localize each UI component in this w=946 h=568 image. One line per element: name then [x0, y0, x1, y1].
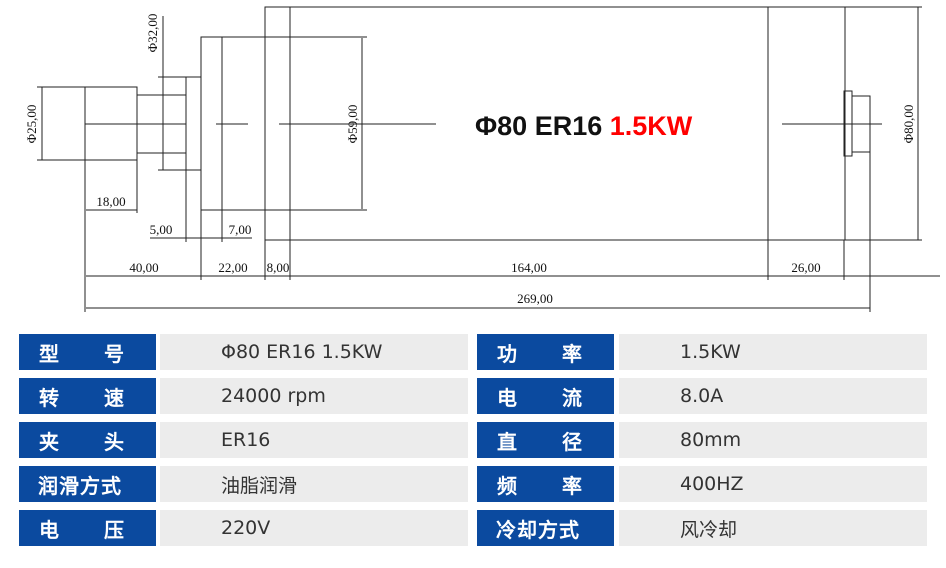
- spec-label-char: 径: [562, 429, 582, 454]
- spec-label-char: 直: [497, 429, 517, 454]
- spec-value: 1.5KW: [619, 334, 927, 370]
- spec-label-char: 流: [562, 385, 582, 410]
- spec-label: 功率: [477, 334, 614, 370]
- spec-value: ER16: [160, 422, 468, 458]
- spec-value: 油脂润滑: [160, 466, 468, 502]
- dim-l26: 26,00: [791, 260, 820, 275]
- spec-label-char: 夹: [39, 429, 59, 454]
- spec-value: 400HZ: [619, 466, 927, 502]
- spec-label: 电流: [477, 378, 614, 414]
- dim-l8: 8,00: [267, 260, 290, 275]
- spec-label-char: 号: [104, 341, 124, 366]
- dim-d25: Φ25,00: [24, 105, 39, 144]
- spec-label: 转速: [19, 378, 156, 414]
- spec-value: 220V: [160, 510, 468, 546]
- spec-value: 风冷却: [619, 510, 927, 546]
- dim-l40: 40,00: [129, 260, 158, 275]
- spec-label-char: 压: [104, 517, 124, 542]
- spindle-technical-drawing: Φ25,00 Φ32,00 Φ59,00 Φ80,00 18,00 5,00 7…: [24, 6, 940, 312]
- dim-l7: 7,00: [229, 222, 252, 237]
- dim-l269: 269,00: [517, 291, 553, 306]
- spec-value: 24000 rpm: [160, 378, 468, 414]
- dim-l18: 18,00: [96, 194, 125, 209]
- spec-label-char: 型: [39, 341, 59, 366]
- spec-label-char: 功: [497, 341, 517, 366]
- spec-label: 电压: [19, 510, 156, 546]
- dim-l164: 164,00: [511, 260, 547, 275]
- spec-label-char: 速: [104, 385, 124, 410]
- spec-value: 80mm: [619, 422, 927, 458]
- spec-label: 夹头: [19, 422, 156, 458]
- spec-label-char: 头: [104, 429, 124, 454]
- spec-label-char: 率: [562, 341, 582, 366]
- spec-label: 频率: [477, 466, 614, 502]
- dim-l22: 22,00: [218, 260, 247, 275]
- spec-label: 润滑方式: [19, 466, 156, 502]
- dim-d59: Φ59,00: [345, 105, 360, 144]
- spec-label-char: 率: [562, 473, 582, 498]
- dim-d32: Φ32,00: [145, 14, 160, 53]
- spec-label-char: 电: [39, 517, 59, 542]
- dim-l5: 5,00: [150, 222, 173, 237]
- spec-label-char: 频: [497, 473, 517, 498]
- model-title: Φ80 ER16 1.5KW: [475, 111, 693, 141]
- model-title-power: 1.5KW: [610, 111, 693, 141]
- model-title-main: Φ80 ER16: [475, 111, 610, 141]
- spec-label-char: 电: [497, 385, 517, 410]
- dim-d80: Φ80,00: [901, 105, 916, 144]
- spec-label: 型号: [19, 334, 156, 370]
- spec-label-char: 转: [39, 385, 59, 410]
- spec-label: 冷却方式: [477, 510, 614, 546]
- spec-label: 直径: [477, 422, 614, 458]
- shaft-flange: [185, 76, 202, 171]
- spec-value: 8.0A: [619, 378, 927, 414]
- spec-value: Φ80 ER16 1.5KW: [160, 334, 468, 370]
